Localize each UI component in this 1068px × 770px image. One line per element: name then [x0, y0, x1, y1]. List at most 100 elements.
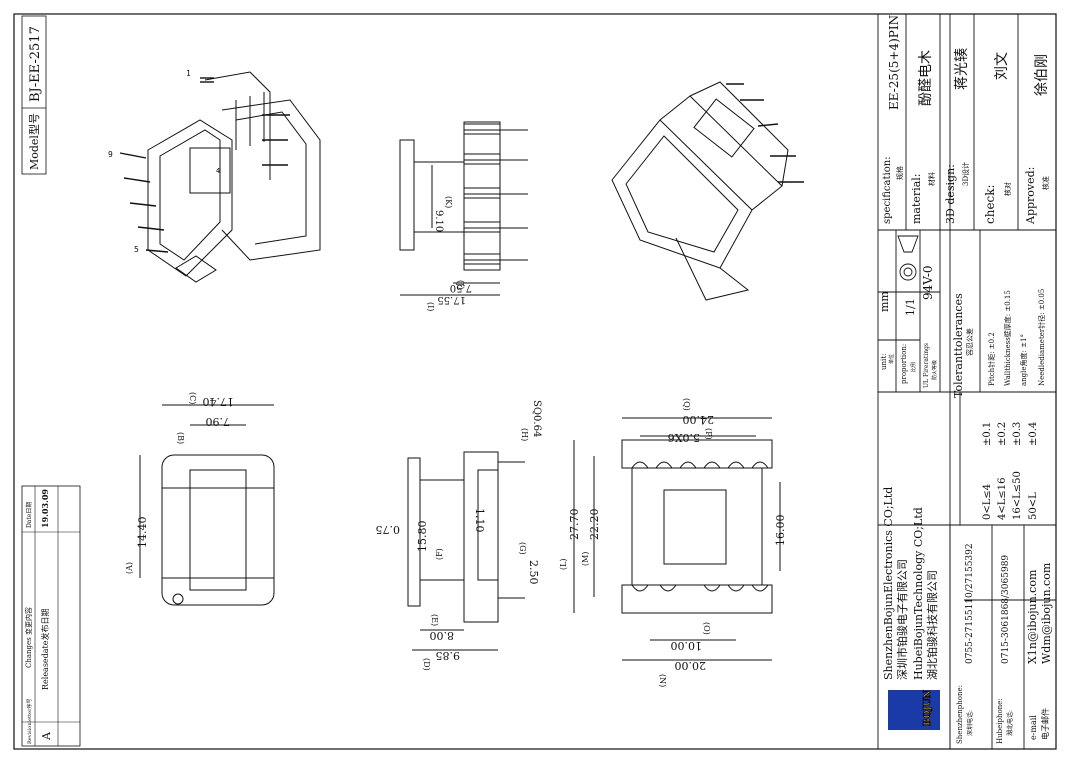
unit-cn: 单位	[888, 354, 895, 364]
proportion-label: proportion:	[900, 344, 908, 384]
dim-L-id: (L)	[559, 558, 568, 570]
dim-G-value: 2.50	[527, 560, 540, 585]
approved-value: 徐伯刚	[1034, 54, 1050, 96]
dim-M-id: (M)	[581, 552, 590, 566]
pin-label-9: 9	[108, 150, 113, 159]
email-value-2: Wdm@ibojun.com	[1040, 562, 1053, 664]
changes-table: Revisionletter序号 Changes 变更内容 Date日期 A R…	[21, 485, 81, 747]
spec-label: specification:	[882, 156, 893, 224]
company-line-1: ShenzhenBojunElectronics CO;Ltd	[882, 487, 895, 680]
dim-F-id: (F)	[435, 548, 444, 560]
front-view	[139, 404, 275, 606]
email-label: e-mail	[1029, 715, 1038, 740]
dim-K-id: (K)	[444, 196, 453, 208]
dim-F-value: 15.80	[416, 521, 429, 553]
tol-title: Toleranttolerances	[952, 293, 965, 398]
dim-Q-value: 24.00	[683, 413, 715, 426]
dim-side-1-10: 1.10	[473, 508, 486, 533]
dim-I-id: (I)	[426, 302, 435, 311]
fire-label: UL Fireratings	[923, 343, 930, 388]
side-view	[407, 451, 525, 651]
changes-header-date: Date日期	[25, 502, 33, 528]
dim-side-0-75: 0.75	[376, 523, 401, 536]
dim-A-id: (A)	[125, 562, 134, 574]
tol-range-2: 16<L≤50	[1012, 471, 1023, 520]
design-value: 蒋光辏	[953, 48, 970, 90]
unit-label: unit:	[880, 354, 888, 370]
dim-E-id: (E)	[430, 614, 439, 626]
material-value: 酚醛电木	[918, 50, 934, 106]
tol-cn: 容忍公差	[965, 328, 974, 356]
email-value-1: X1n@ibojun.com	[1026, 569, 1039, 664]
dim-D-value: 9.85	[436, 649, 461, 662]
check-label: check:	[983, 184, 997, 224]
pin-label-4: 4	[216, 167, 220, 175]
tol-range-1: 4<L≤16	[997, 478, 1008, 521]
changes-desc: Releasedate发布日期	[40, 609, 50, 691]
company-line-2: 深圳市铂骏电子有限公司	[895, 559, 909, 680]
unit-value: mm	[878, 291, 891, 312]
spec-value: EE-25(5+4)PIN	[887, 15, 901, 110]
tol-note-3: Needlediameter针径: ±0.05	[1037, 289, 1046, 386]
spec-cn: 规格	[895, 166, 904, 180]
shenzhen-phone-value: 0755-27155110/27155392	[965, 543, 975, 664]
changes-date: 19.03.09	[40, 489, 50, 528]
pin-label-5: 5	[134, 245, 139, 254]
dim-H-value: SQ0.64	[531, 400, 542, 437]
email-cn: 电子邮件	[1040, 708, 1050, 740]
dim-B-id: (B)	[176, 432, 185, 444]
changes-header-rev: Revisionletter序号	[26, 699, 33, 744]
shenzhen-phone-cn: 深圳电话:	[966, 710, 974, 736]
design-label: 3D design:	[944, 164, 957, 224]
dim-C-value: 17.40	[203, 395, 235, 408]
dim-E-value: 8.00	[430, 629, 455, 642]
dim-O-id: (O)	[702, 622, 711, 635]
design-cn: 3D设计	[961, 162, 970, 186]
check-cn: 核对	[1003, 182, 1012, 196]
top-view	[399, 121, 528, 296]
tol-value-3: ±0.4	[1028, 422, 1039, 446]
tol-value-1: ±0.2	[997, 422, 1008, 446]
shenzhen-phone-label: Shenzhenphone:	[956, 685, 964, 744]
dim-B-value: 7.90	[206, 415, 231, 428]
material-cn: 材料	[927, 172, 936, 186]
dim-G-id: (G)	[518, 542, 527, 555]
bottom-view	[573, 417, 781, 661]
fire-cn: 防火等级	[931, 360, 938, 380]
dim-H-id: (H)	[520, 428, 529, 441]
proportion-value: 1/1	[904, 298, 917, 316]
company-line-4: 湖北铂骏科技有限公司	[925, 570, 939, 680]
dim-Q-id: (Q)	[682, 398, 691, 411]
dim-N-value: 20.00	[675, 659, 707, 672]
bojun-logo-icon	[888, 690, 940, 730]
hubei-phone-cn: 湖北电话:	[1006, 710, 1014, 736]
tol-note-1: Wallthickness壁厚度: ±0.15	[1003, 290, 1012, 386]
model-value: BJ-EE-2517	[28, 26, 43, 102]
dim-L-value: 27.70	[568, 509, 581, 541]
tol-range-0: 0<L≤4	[982, 484, 993, 520]
dim-K-value: 9.10	[433, 210, 444, 232]
tol-note-2: angle角度: ±1°	[1019, 334, 1028, 386]
dim-P-id: (P)	[704, 428, 713, 440]
model-box: Model型号 BJ-EE-2517	[21, 15, 47, 175]
tol-range-3: 50<L	[1028, 492, 1039, 520]
logo-text: BOJUN	[923, 690, 933, 726]
proportion-cn: 比例	[910, 362, 917, 372]
hubei-phone-value: 0715-3061868/3065989	[1001, 555, 1011, 664]
hubei-phone-label: Hubeiphone:	[996, 698, 1004, 744]
model-label: Model型号	[27, 113, 41, 170]
bobbin-3d-view-right	[611, 81, 804, 301]
tol-value-2: ±0.3	[1012, 422, 1023, 446]
dim-A-value: 14.40	[136, 517, 149, 549]
dim-I-value: 17.55	[437, 294, 466, 305]
dim-J-id: (J)	[456, 280, 465, 289]
approved-label: Approved:	[1024, 167, 1037, 225]
changes-rev-a: A	[40, 731, 53, 741]
approved-cn: 核准	[1041, 176, 1050, 190]
dim-C-id: (C)	[188, 392, 197, 404]
dim-P-value: 5.0X6	[668, 431, 700, 444]
dim-J-value: 7.50	[450, 282, 472, 293]
tol-value-0: ±0.1	[982, 422, 993, 446]
dim-N-id: (N)	[658, 674, 667, 687]
